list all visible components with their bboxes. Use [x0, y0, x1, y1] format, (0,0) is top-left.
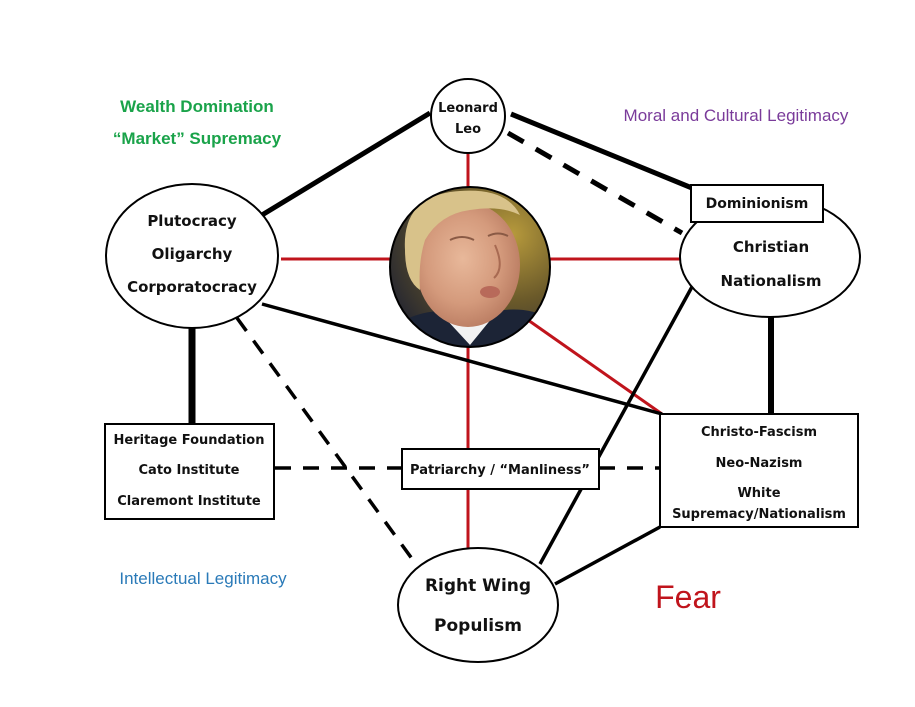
- node-populism[interactable]: Right Wing Populism: [397, 547, 559, 663]
- link-leo-dominionism: [510, 111, 693, 191]
- node-christian-nationalism[interactable]: Christian Nationalism: [679, 196, 861, 318]
- link-center-fascism: [527, 318, 663, 416]
- node-fascism-line4: Supremacy/Nationalism: [672, 507, 846, 522]
- connections: [188, 110, 774, 586]
- link-leo-plutocracy: [260, 110, 432, 218]
- node-patriarchy[interactable]: Patriarchy / “Manliness”: [401, 448, 600, 490]
- node-patriarchy-label: Patriarchy / “Manliness”: [410, 463, 590, 478]
- node-center-portrait[interactable]: [388, 185, 553, 350]
- node-christian-nationalism-line1: Christian: [733, 238, 809, 256]
- node-think-tanks-line2: Cato Institute: [139, 463, 240, 478]
- link-christian-populism: [538, 284, 695, 565]
- node-dominionism-label: Dominionism: [706, 196, 809, 212]
- node-fascism-line2: Neo-Nazism: [716, 456, 803, 471]
- node-think-tanks[interactable]: Heritage Foundation Cato Institute Clare…: [104, 423, 275, 520]
- node-populism-line1: Right Wing: [425, 576, 531, 596]
- link-plutocracy-populism: [235, 316, 420, 569]
- node-leonard-leo-line1: Leonard: [438, 101, 498, 116]
- category-headings: Wealth Domination “Market” Supremacy Mor…: [113, 97, 849, 615]
- node-plutocracy[interactable]: Plutocracy Oligarchy Corporatocracy: [105, 183, 279, 329]
- node-fascism-line1: Christo-Fascism: [701, 425, 817, 440]
- heading-wealth-domination: Wealth Domination: [120, 97, 274, 116]
- node-plutocracy-line3: Corporatocracy: [127, 278, 257, 296]
- node-leonard-leo[interactable]: Leonard Leo: [430, 78, 506, 154]
- heading-market-supremacy: “Market” Supremacy: [113, 129, 282, 148]
- node-plutocracy-line1: Plutocracy: [147, 212, 237, 230]
- node-think-tanks-line1: Heritage Foundation: [114, 433, 265, 448]
- node-plutocracy-line2: Oligarchy: [152, 245, 233, 263]
- node-christian-nationalism-line2: Nationalism: [721, 272, 822, 290]
- heading-fear: Fear: [655, 579, 721, 615]
- node-leonard-leo-line2: Leo: [455, 122, 481, 137]
- node-fascism[interactable]: Christo-Fascism Neo-Nazism White Suprema…: [659, 413, 859, 528]
- node-fascism-line3: White: [737, 486, 780, 501]
- link-leo-christian-nationalism: [506, 130, 684, 236]
- node-dominionism[interactable]: Dominionism: [690, 184, 824, 223]
- heading-moral-cultural-legitimacy: Moral and Cultural Legitimacy: [624, 106, 849, 125]
- heading-intellectual-legitimacy: Intellectual Legitimacy: [119, 569, 287, 588]
- link-fascism-populism: [554, 525, 661, 586]
- node-think-tanks-line3: Claremont Institute: [117, 494, 261, 509]
- node-populism-line2: Populism: [434, 616, 522, 636]
- link-plutocracy-fascism: [261, 302, 663, 416]
